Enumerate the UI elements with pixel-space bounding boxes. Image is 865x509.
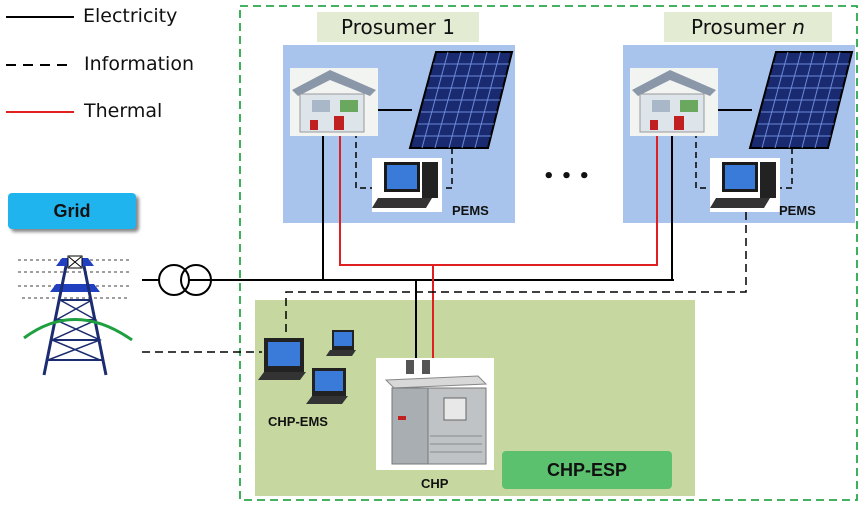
- legend-electricity-label: Electricity: [83, 5, 178, 27]
- house-icon-1: [290, 68, 378, 136]
- prosumer-1-title: Prosumer 1: [317, 12, 479, 42]
- chp-label: CHP: [421, 476, 449, 491]
- prosumer-n-title: Prosumer n: [664, 12, 832, 42]
- info-line-pems-n: [285, 212, 747, 336]
- transformer-icon: [158, 264, 212, 296]
- computer-icon-pems-1: [372, 158, 442, 212]
- computer-icon-chp-ems-main: [258, 338, 306, 380]
- pems-label-n: PEMS: [779, 203, 816, 218]
- chp-esp-label: CHP-ESP: [502, 451, 672, 489]
- computer-icon-chp-ems-second: [306, 368, 348, 404]
- thermal-network: [339, 132, 658, 266]
- prosumer-n-title-prefix: Prosumer: [691, 15, 793, 39]
- grid-tower-icon: [10, 240, 138, 380]
- legend-information-label: Information: [84, 53, 194, 75]
- solar-panel-icon-1: [408, 51, 514, 149]
- grid-label: Grid: [8, 193, 136, 229]
- computer-icon-chp-ems-small: [326, 330, 356, 356]
- house-icon-n: [630, 68, 718, 136]
- chp-ems-label: CHP-EMS: [268, 414, 328, 429]
- solar-panel-icon-n: [748, 51, 854, 149]
- pems-label-1: PEMS: [452, 203, 489, 218]
- prosumer-n-title-var: n: [792, 15, 805, 39]
- legend-thermal-label: Thermal: [84, 100, 163, 122]
- chp-unit-icon: [376, 358, 494, 470]
- prosumer-ellipsis: • • •: [543, 166, 591, 187]
- computer-icon-pems-n: [710, 158, 780, 212]
- system-boundary: [239, 5, 858, 501]
